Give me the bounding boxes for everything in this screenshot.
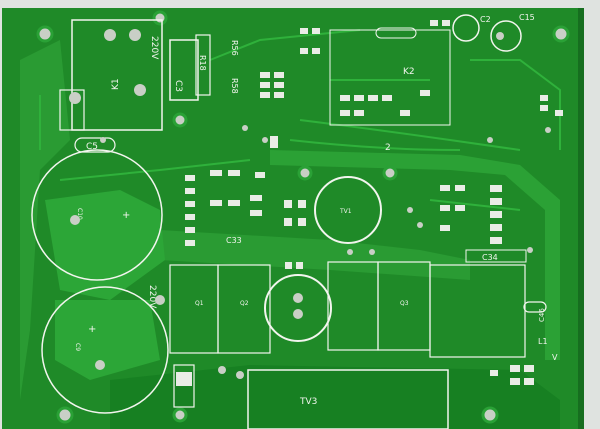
label-c33: C33 [226,236,242,245]
mounting-hole-top-left [36,25,54,43]
capacitor-c10-outline [31,149,163,281]
traces [39,29,561,211]
label-r18: R18 [198,55,207,71]
mounting-holes [36,10,570,424]
label-tv3: TV3 [299,397,317,407]
label-l1: L1 [538,337,548,346]
relay-pad [129,29,141,41]
copper-pour-center [160,230,470,280]
smd-cluster-top [260,20,563,148]
label-c10: C10 [76,208,83,220]
label-r56: R56 [230,40,239,56]
smd-cluster-bottom-right [490,365,534,385]
label-c5: C5 [86,142,98,152]
relay-k2-area [329,29,451,126]
label-c3: C3 [173,80,183,92]
plus-mark: + [122,210,130,221]
copper-pour-left [20,40,70,400]
mounting-hole-right [552,25,570,43]
copper-pour-mid [55,300,160,380]
label-q3: Q3 [400,300,409,307]
plus-mark: + [88,324,96,335]
smd-transistors-center [284,200,306,269]
connector-oval [375,27,417,39]
capacitor-c46 [523,301,547,313]
capacitor-c2 [452,14,480,42]
label-220v-top: 220V [149,36,159,60]
transformer-tv3-outline [247,369,449,429]
label-relay-k1: K1 [111,78,121,90]
label-tv1: TV1 [339,208,352,215]
mounting-hole-bottom-mid [172,407,188,423]
label-q2: Q2 [240,300,249,307]
label-q1: Q1 [195,300,204,307]
inductor-pad [293,293,303,303]
mounting-hole-mid [297,165,313,181]
label-c15: C15 [519,13,535,22]
label-c46: C46 [538,308,546,322]
diode-bottom-left [173,364,195,408]
board-edge-right [578,8,584,429]
capacitor-c34-outline [465,249,527,263]
relay-pad [69,92,81,104]
label-r58: R58 [230,78,239,94]
inductor-ring-outline [264,274,332,342]
label-220v-mid: 220V [147,285,157,309]
mounting-hole-left-mid [172,112,188,128]
diode-body [176,372,192,386]
capacitor-c3-outline [169,39,199,101]
inductor-pad [293,309,303,319]
capacitor-c5-outline [74,137,116,153]
relay-k1-inner [59,89,85,131]
label-c34: C34 [482,253,498,262]
smd-cluster-mid-right [440,185,502,244]
heatsink-area [429,264,526,358]
cap-pad [496,32,504,40]
relay-pad [104,29,116,41]
cap-pad [95,360,105,370]
label-c9: C9 [74,343,81,351]
transistor-block-q2 [217,264,271,354]
capacitor-c15 [490,20,522,52]
cap-pad [155,295,165,305]
cap-pad [70,215,80,225]
smd-cluster-mid-left [185,170,265,246]
relay-pad [134,84,146,96]
capacitor-c9-outline [41,286,169,414]
relay-k1-outline [71,19,163,131]
label-c2: C2 [480,15,491,24]
mounting-hole-bottom-left [56,406,74,424]
label-2: 2 [385,143,391,153]
resistor-r18-outline [195,34,211,96]
label-v: V [552,353,558,362]
transformer-tv1-outline [314,176,382,244]
mounting-hole-bottom-right [481,406,499,424]
mounting-hole-top [152,10,168,26]
mounting-hole-mid2 [382,165,398,181]
vias [100,125,551,379]
label-relay-k2: K2 [403,67,415,77]
